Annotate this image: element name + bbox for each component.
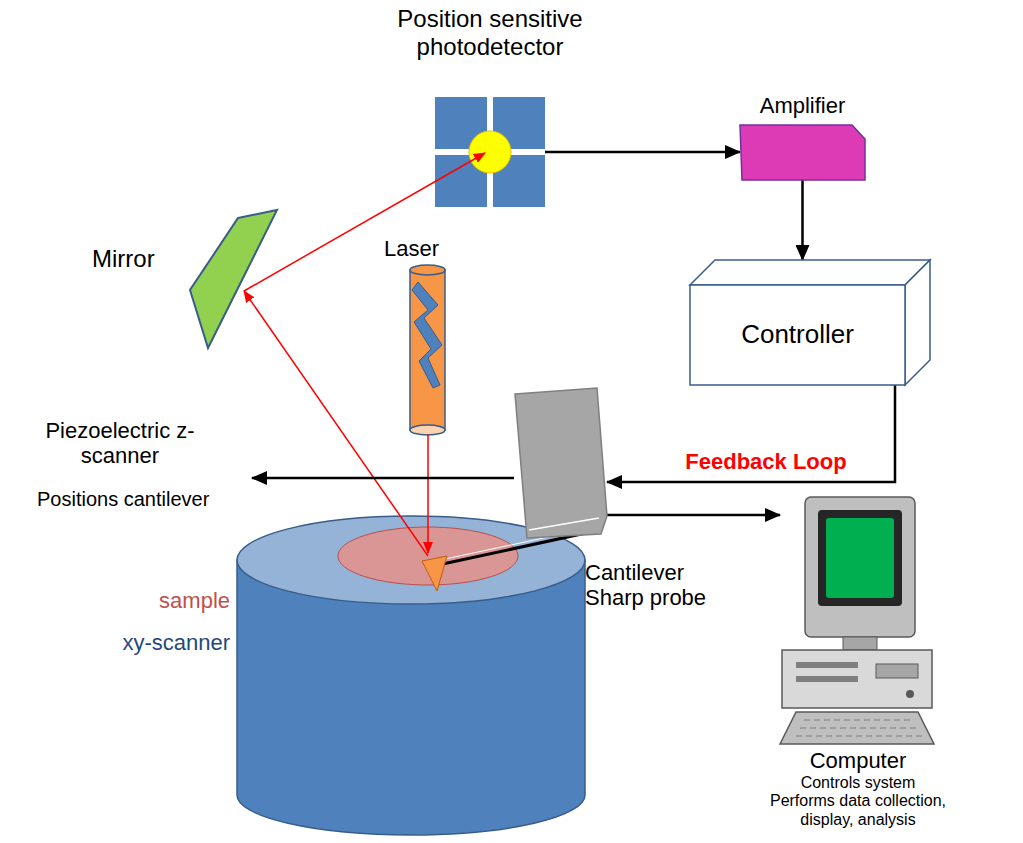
key-stroke: [800, 728, 806, 729]
photodetector-title: Position sensitive photodetector: [380, 5, 600, 60]
key-stroke: [836, 736, 842, 737]
edge-label: Feedback Loop: [682, 449, 849, 474]
controller-side-face: [905, 260, 930, 385]
laser-beam: [244, 153, 485, 556]
laser-bolt: [412, 282, 442, 388]
laser-label: Laser: [384, 236, 464, 261]
system-unit: [782, 650, 932, 708]
key-stroke: [796, 736, 802, 737]
signal-arrow: [607, 385, 895, 482]
key-stroke: [876, 736, 882, 737]
photodetector-quadrants: [435, 97, 545, 207]
computer: ComputerControls system Performs data co…: [780, 495, 935, 745]
key-stroke: [890, 728, 896, 729]
amplifier-title: Amplifier: [720, 93, 885, 118]
power-button: [906, 690, 914, 698]
key-stroke: [864, 720, 870, 721]
signal-arrow: [801, 180, 804, 260]
controller-box: Controller: [690, 260, 930, 385]
laser-body: [410, 270, 445, 430]
mirror-label: Mirror: [92, 245, 192, 273]
key-stroke: [866, 736, 872, 737]
key-stroke: [810, 728, 816, 729]
key-stroke: [804, 720, 810, 721]
photodetector: Position sensitive photodetector: [435, 97, 545, 207]
monitor-case: [805, 497, 915, 637]
xy-scanner-label: xy-scanner: [90, 630, 230, 655]
key-stroke: [820, 728, 826, 729]
computer-note: Controls system Performs data collection…: [768, 774, 948, 829]
piezo-block: [515, 388, 607, 538]
monitor-screen: [826, 518, 894, 598]
key-stroke: [846, 736, 852, 737]
scanner-note: Positions cantilever: [37, 488, 287, 511]
sample-label: sample: [110, 588, 230, 613]
controller-title: Controller: [690, 285, 905, 385]
beam-segment: [244, 291, 428, 556]
key-stroke: [916, 736, 922, 737]
laser-spot: [469, 131, 511, 173]
drive-slot: [796, 662, 858, 668]
block-edge-highlight: [529, 518, 599, 530]
amplifier: Amplifier: [740, 125, 865, 180]
controller-top-face: [690, 260, 930, 285]
piezo-z-scanner-outline: [515, 388, 607, 538]
probe-tip: [422, 556, 447, 591]
key-stroke: [906, 736, 912, 737]
key-stroke: [854, 720, 860, 721]
key-stroke: [826, 736, 832, 737]
key-stroke: [874, 720, 880, 721]
key-stroke: [844, 720, 850, 721]
key-stroke: [816, 736, 822, 737]
computer-icon: [780, 497, 934, 744]
piezo-z-scanner: Piezoelectric z-scannerPositions cantile…: [515, 388, 607, 538]
amplifier-outline: [740, 125, 865, 180]
key-stroke: [894, 720, 900, 721]
key-stroke: [840, 728, 846, 729]
monitor-bezel: [818, 510, 902, 606]
key-stroke: [886, 736, 892, 737]
key-stroke: [860, 728, 866, 729]
key-stroke: [850, 728, 856, 729]
scanner-title: Piezoelectric z-scanner: [25, 418, 215, 469]
amplifier-shape: [740, 125, 865, 180]
laser-top: [410, 265, 445, 275]
laser-tube: [410, 265, 445, 435]
key-stroke: [896, 736, 902, 737]
beam-segment: [244, 153, 485, 291]
key-stroke: [830, 728, 836, 729]
key-stroke: [814, 720, 820, 721]
key-stroke: [880, 728, 886, 729]
monitor-neck: [843, 637, 877, 650]
leader-arrow: [252, 477, 514, 480]
beam-segment: [427, 434, 429, 553]
signal-arrow: [545, 151, 740, 154]
keyboard: [780, 712, 934, 744]
key-stroke: [856, 736, 862, 737]
key-stroke: [806, 736, 812, 737]
cantilever-label: Cantilever Sharp probe: [585, 560, 725, 611]
key-stroke: [910, 728, 916, 729]
drive-slot: [796, 676, 858, 682]
keyboard-keys: [796, 720, 922, 736]
key-stroke: [900, 728, 906, 729]
computer-title: Computer: [738, 748, 978, 773]
key-stroke: [904, 720, 910, 721]
key-stroke: [870, 728, 876, 729]
key-stroke: [834, 720, 840, 721]
key-stroke: [884, 720, 890, 721]
key-stroke: [824, 720, 830, 721]
laser-end: [410, 425, 445, 435]
drive-bay: [876, 664, 918, 678]
xy-scanner-cylinder: [237, 516, 585, 835]
controller-front-face: [690, 285, 905, 385]
signal-arrow: [607, 514, 780, 517]
